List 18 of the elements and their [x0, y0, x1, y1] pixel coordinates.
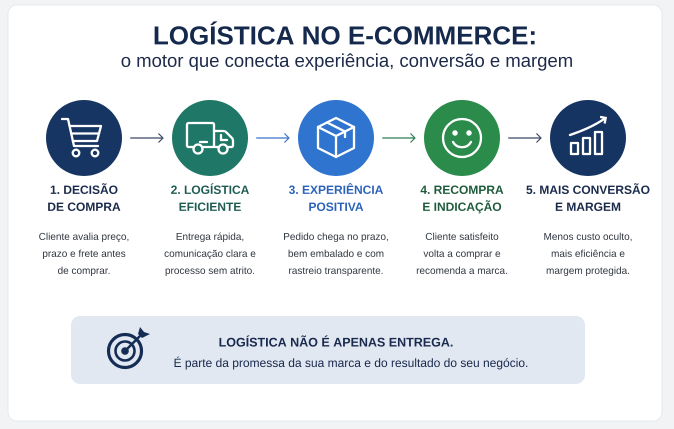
- subtitle: o motor que conecta experiência, conversão e margem: [122, 53, 572, 71]
- arrow: [256, 133, 290, 143]
- step-heading: 4. RECOMPRA E INDICAÇÃO: [420, 186, 504, 214]
- step-description: Menos custo oculto, mais eficiência e margem protegida.: [544, 232, 632, 276]
- step-heading: 1. DECISÃO DE COMPRA: [48, 183, 120, 212]
- arrow: [382, 133, 416, 143]
- step-description: Pedido chega no prazo, bem embalado e com rastreio transparente.: [284, 232, 388, 276]
- step-description: Cliente satisfeito volta a comprar e recomenda a marca.: [416, 232, 507, 274]
- title: LOGÍSTICA NO E-COMMERCE:: [154, 21, 535, 45]
- arrow: [130, 133, 164, 143]
- step-description: Entrega rápida, comunicação clara e processo sem atrito.: [164, 232, 256, 276]
- step-heading: 2. LOGÍSTICA EFICIENTE: [171, 183, 250, 212]
- arrow: [508, 133, 542, 143]
- step-heading: 3. EXPERIÊNCIA POSITIVA: [288, 183, 384, 212]
- step-heading: 5. MAIS CONVERSÃO E MARGEM: [526, 183, 650, 212]
- step-description: Cliente avalia preço, prazo e frete antes de comprar.: [39, 232, 128, 276]
- callout-heading: LOGÍSTICA NÃO É APENAS ENTREGA.: [219, 335, 453, 347]
- callout-text: É parte da promessa da sua marca e do resultado do seu negócio.: [174, 356, 528, 370]
